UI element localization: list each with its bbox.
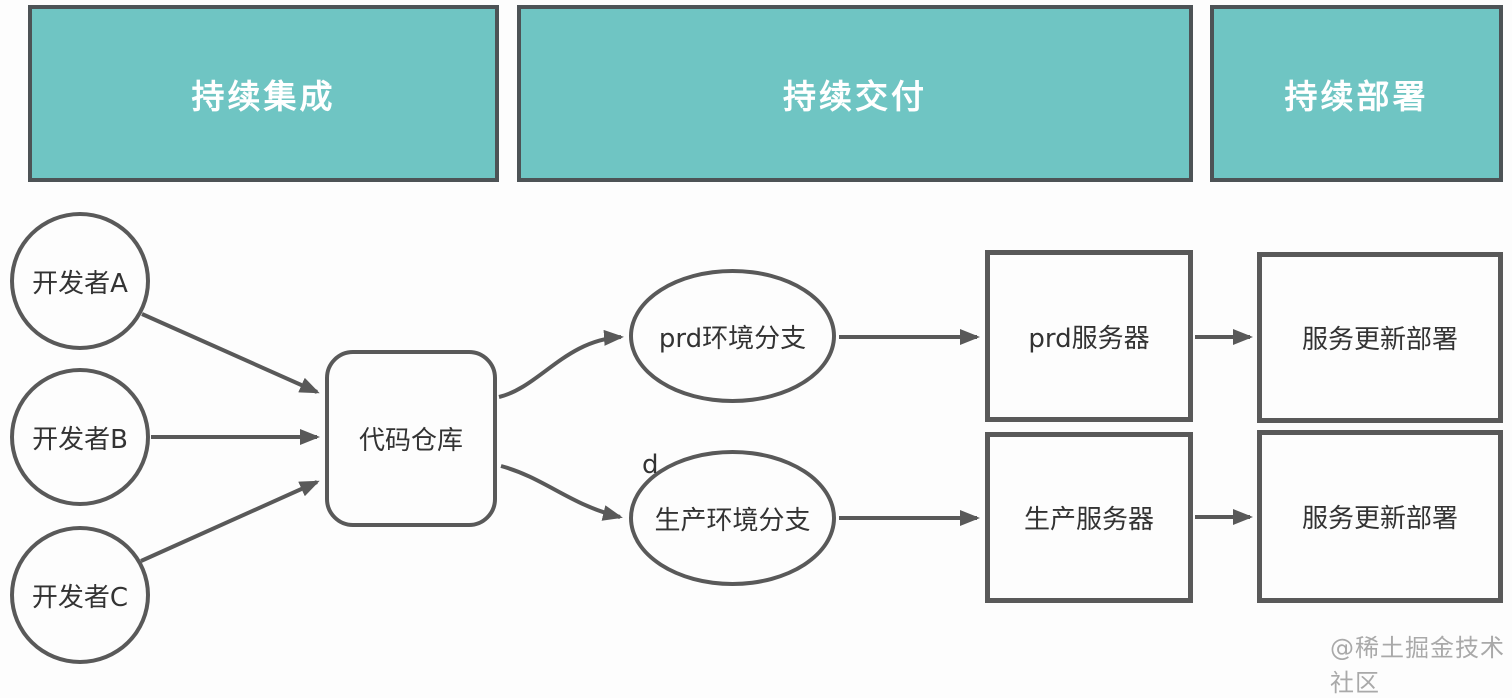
- watermark-juejin-community: @稀土掘金技术社区: [1330, 634, 1505, 697]
- node-label: 开发者B: [32, 424, 128, 455]
- node-service-update-deploy-bottom: 服务更新部署: [1257, 430, 1503, 603]
- phase-bar-continuous-deployment: 持续部署: [1210, 5, 1503, 182]
- node-prd-server: prd服务器: [985, 250, 1193, 422]
- phase-bar-continuous-integration: 持续集成: [28, 5, 499, 182]
- node-label: 开发者C: [31, 582, 129, 613]
- node-production-server: 生产服务器: [985, 432, 1193, 603]
- node-prd-branch: prd环境分支: [629, 269, 836, 403]
- node-service-update-deploy-top: 服务更新部署: [1257, 252, 1503, 423]
- node-label: 代码仓库: [358, 426, 463, 456]
- node-label: 生产服务器: [1023, 505, 1154, 535]
- node-label: 服务更新部署: [1301, 504, 1458, 534]
- node-code-repository: 代码仓库: [325, 350, 497, 527]
- phase-bar-continuous-delivery: 持续交付: [517, 5, 1193, 182]
- arrow-repo-to-prd-branch: [498, 329, 624, 399]
- arrow-repo-to-prod-branch: [500, 464, 623, 521]
- arrow-dev-a-to-repo: [141, 312, 320, 394]
- node-developer-c: 开发者C: [10, 526, 150, 664]
- node-label: 开发者A: [32, 268, 128, 299]
- node-production-branch: 生产环境分支: [629, 450, 836, 586]
- node-developer-a: 开发者A: [10, 212, 150, 350]
- stray-text-d: d: [642, 450, 659, 480]
- phase-label: 持续交付: [783, 76, 927, 116]
- node-label: 服务更新部署: [1301, 325, 1458, 355]
- node-label: prd服务器: [1028, 323, 1150, 354]
- node-label: prd环境分支: [658, 323, 807, 354]
- node-label: 生产环境分支: [654, 505, 811, 536]
- arrow-dev-c-to-repo: [140, 480, 320, 563]
- phase-label: 持续部署: [1284, 76, 1429, 116]
- node-developer-b: 开发者B: [10, 368, 150, 506]
- phase-label: 持续集成: [191, 76, 336, 116]
